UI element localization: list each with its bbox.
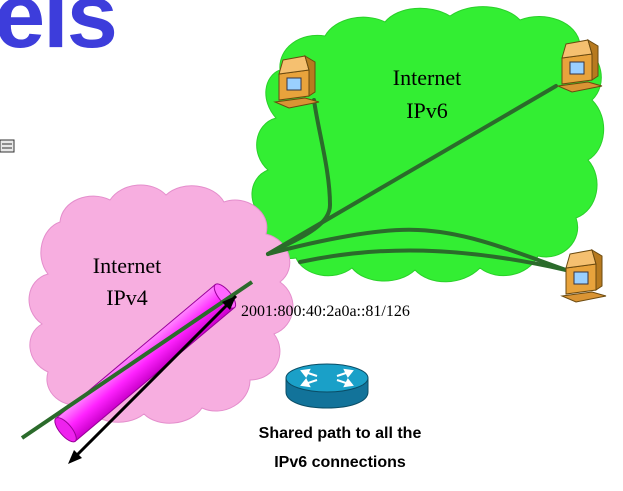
ipv6-cloud-label-line1: Internet: [393, 65, 461, 90]
ipv6-links: [266, 84, 568, 272]
router-caption-line1: Shared path to all the: [259, 425, 422, 442]
tunnel-address: 2001:800:40:2a0a::81/126: [241, 303, 410, 320]
ipv6-cloud: [251, 6, 605, 283]
tunnel-green-link: [20, 280, 254, 440]
ipv6-link-top-right-computer: [266, 84, 558, 256]
desktop-computer-icon: [560, 248, 607, 303]
router-icon: [285, 363, 369, 409]
ipv4-cloud-label-line2: IPv4: [106, 285, 148, 310]
ipv6-cloud-label-line2: IPv6: [406, 98, 448, 123]
printer-fragment-icon: [0, 139, 15, 153]
desktop-computer-icon: [556, 38, 603, 93]
ipv4-cloud-label-line1: Internet: [93, 253, 161, 278]
ipv6-link-left-computer: [266, 98, 333, 256]
ipv4-tunnel: [20, 280, 254, 443]
address-arrow: [68, 294, 238, 464]
router-caption-line2: IPv6 connections: [274, 454, 406, 471]
ipv6-link-right-computer: [266, 227, 568, 272]
slide-title: els: [0, 0, 118, 67]
ipv6-link-lower: [298, 248, 568, 272]
ipv4-cloud: [28, 184, 294, 424]
desktop-computer-icon: [273, 54, 320, 109]
